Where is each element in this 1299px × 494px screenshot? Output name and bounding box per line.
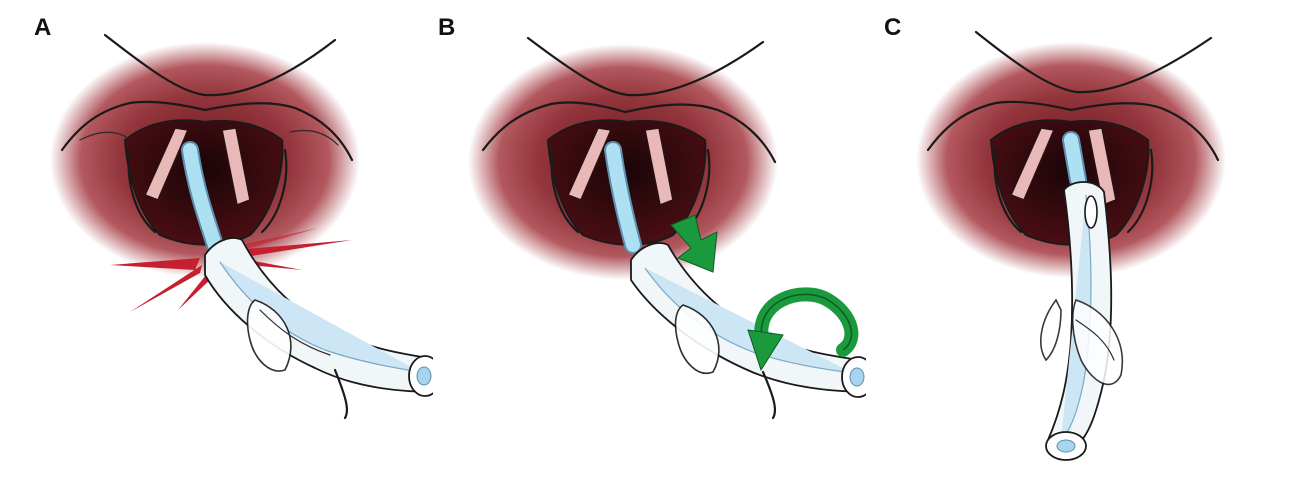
impact-ray	[130, 265, 202, 312]
intubation-illustration-c	[916, 30, 1226, 461]
epiglottis-outline	[926, 100, 1220, 162]
tube-cuff	[674, 304, 720, 375]
impact-ray	[235, 240, 352, 258]
panel-label-a: A	[34, 14, 52, 41]
impact-ray	[110, 258, 200, 270]
aryepiglottic-fold-right	[260, 148, 288, 234]
intubation-illustration-b	[468, 36, 866, 420]
panel-label-b: B	[438, 14, 456, 41]
bougie	[1064, 133, 1085, 187]
impact-ray	[178, 270, 212, 310]
panel-c: C	[866, 0, 1299, 494]
fold-line-1	[79, 131, 129, 141]
tube-ring	[761, 370, 777, 420]
vocal-cord-left	[1009, 127, 1056, 202]
endotracheal-tube	[1040, 181, 1124, 461]
endotracheal-tube	[204, 237, 433, 420]
epiglottis-outline	[481, 101, 777, 164]
vocal-cord-right	[644, 127, 674, 207]
panel-b: B	[433, 0, 866, 494]
aryepiglottic-fold-left	[127, 148, 157, 234]
panel-a: A	[0, 0, 433, 494]
vocal-cord-left	[566, 127, 613, 202]
rotate-arrow-icon	[747, 287, 859, 372]
fold-line-2	[289, 129, 339, 146]
tongue-outline	[974, 30, 1213, 94]
tongue-outline	[103, 33, 337, 97]
bougie	[183, 143, 222, 252]
endotracheal-tube	[630, 242, 866, 420]
tongue-outline	[526, 36, 765, 97]
tube-cuff	[1071, 299, 1124, 386]
tube-ring	[333, 368, 349, 420]
vocal-cord-right	[221, 127, 251, 207]
bougie	[606, 143, 640, 252]
tube-cuff	[246, 299, 292, 372]
intubation-illustration-a	[50, 33, 433, 420]
aryepiglottic-fold-right	[1126, 148, 1154, 234]
aryepiglottic-fold-left	[993, 148, 1023, 234]
murphy-eye	[1084, 195, 1098, 229]
vocal-cord-left	[143, 127, 190, 202]
epiglottis-outline	[60, 100, 354, 162]
impact-ray	[232, 228, 318, 252]
panel-label-c: C	[884, 14, 902, 41]
vocal-cord-right	[1087, 127, 1117, 207]
aryepiglottic-fold-left	[550, 148, 580, 234]
push-arrow-icon	[670, 214, 718, 273]
